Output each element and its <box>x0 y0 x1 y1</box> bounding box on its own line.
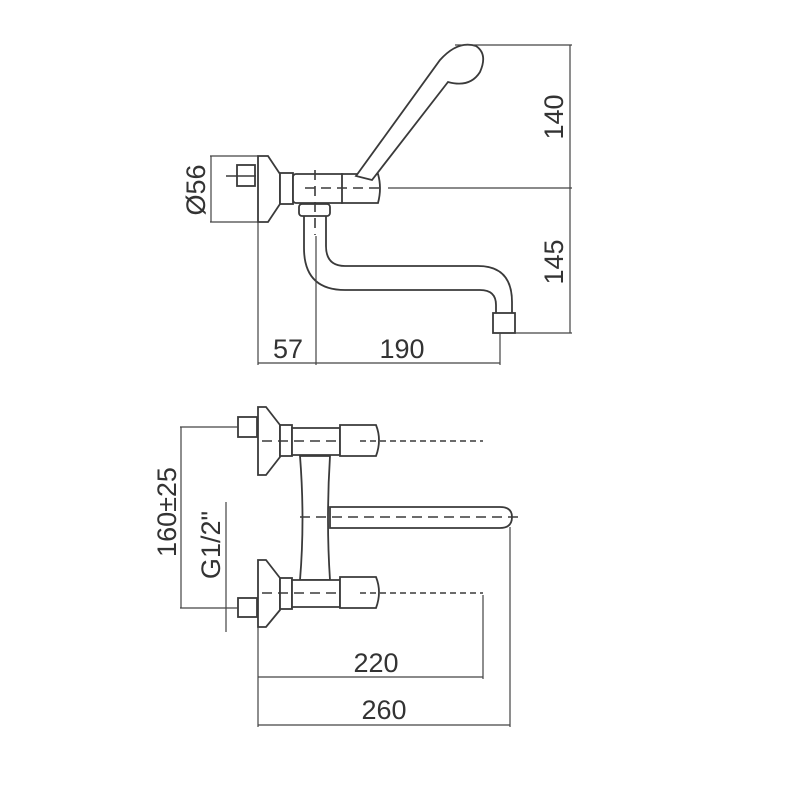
dim-thread: G1/2" <box>196 511 226 579</box>
lower-inlet <box>237 559 483 628</box>
dim-diameter: Ø56 <box>181 164 211 215</box>
dim-wall-to-axis: 57 <box>273 334 303 364</box>
spout <box>298 203 516 334</box>
top-view: 160±25 G1/2" 220 260 <box>152 406 520 727</box>
dim-overall-length: 260 <box>361 695 406 725</box>
hex-nut <box>279 172 294 205</box>
wall-flange <box>226 155 281 223</box>
upper-inlet <box>237 406 483 476</box>
dim-spout-drop: 145 <box>539 239 569 284</box>
side-dimension-lines <box>210 44 572 365</box>
dim-inlet-spacing: 160±25 <box>152 467 182 557</box>
top-dimension-lines <box>180 426 511 727</box>
side-view: Ø56 140 145 57 190 <box>181 43 572 365</box>
connecting-body <box>299 455 331 581</box>
dim-lever-reach: 220 <box>353 648 398 678</box>
lever-handle <box>354 43 485 182</box>
dim-spout-reach: 190 <box>379 334 424 364</box>
dim-lever-height: 140 <box>539 94 569 139</box>
